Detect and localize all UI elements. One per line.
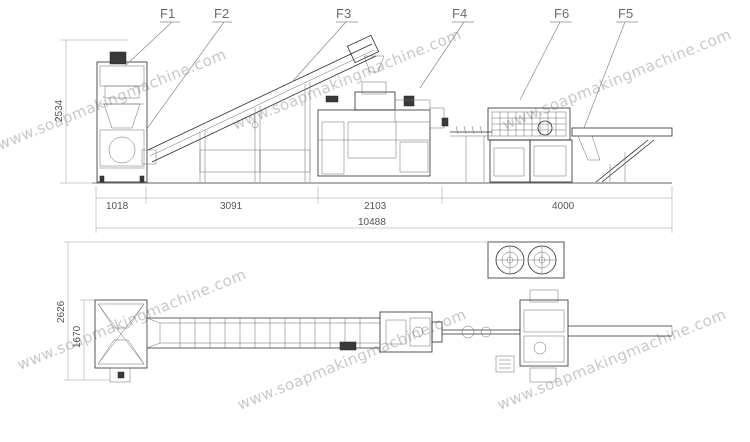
top-f5-outlet-belt — [568, 325, 673, 337]
dim-seg-3: 2103 — [364, 201, 387, 212]
watermark: www.soapmakingmachine.com — [495, 305, 729, 414]
dim-width-outer: 2626 — [56, 300, 67, 323]
side-view-dimensions: 2534 1018 3091 2103 4000 10488 — [54, 39, 673, 233]
top-view-dimensions: 2626 1670 — [56, 241, 490, 381]
machine-f4-plodder — [317, 81, 449, 177]
dim-total-length: 10488 — [358, 217, 386, 228]
dim-height-side: 2534 — [54, 99, 65, 122]
dim-seg-4: 4000 — [552, 201, 575, 212]
machine-f5-outlet-belt — [571, 127, 673, 183]
callout-f1: F1 — [160, 6, 175, 21]
callout-leaders — [124, 21, 638, 131]
top-view: 2626 1670 — [56, 241, 673, 383]
machine-f1-mixer — [96, 51, 148, 183]
dim-seg-2: 3091 — [220, 201, 243, 212]
top-f4-plodder — [339, 311, 443, 353]
top-f6-cutter — [519, 289, 569, 383]
cooling-grid — [491, 111, 567, 137]
callout-f4: F4 — [452, 6, 467, 21]
side-view: F1 F2 F3 F4 F6 F5 2534 1018 3091 2103 40… — [54, 6, 673, 233]
dim-seg-1: 1018 — [106, 201, 129, 212]
top-connecting-conveyor — [442, 325, 520, 373]
machine-f3-conveyor — [141, 34, 385, 182]
machine-f6-cutter — [450, 107, 573, 183]
callout-f3: F3 — [336, 6, 351, 21]
watermark: www.soapmakingmachine.com — [500, 25, 734, 134]
watermark: www.soapmakingmachine.com — [230, 25, 464, 134]
top-f6-cooling-box — [487, 241, 565, 279]
dim-width-inner: 1670 — [72, 325, 83, 348]
callout-f5: F5 — [618, 6, 633, 21]
belt-cleats — [179, 318, 361, 348]
callout-f6: F6 — [554, 6, 569, 21]
callout-f2: F2 — [214, 6, 229, 21]
